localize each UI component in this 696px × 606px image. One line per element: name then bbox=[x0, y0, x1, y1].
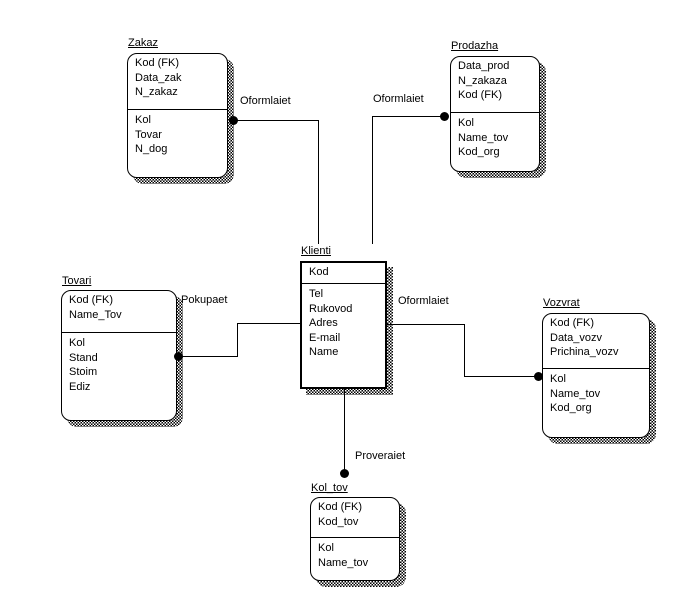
attribute: Kol bbox=[135, 114, 151, 126]
relationship-line[interactable] bbox=[237, 323, 238, 357]
entity-tovari[interactable]: Kod (FK) Name_Tov Kol Stand Stoim Ediz bbox=[61, 290, 177, 421]
attribute: Stand bbox=[69, 351, 98, 364]
entity-vozvrat-title: Vozvrat bbox=[543, 297, 580, 309]
attribute: Kol bbox=[318, 542, 334, 554]
entity-vozvrat[interactable]: Kod (FK) Data_vozv Prichina_vozv Kol Nam… bbox=[542, 313, 650, 438]
relationship-line[interactable] bbox=[182, 356, 238, 357]
attribute-compartment: Kol Name_tov Kod_org bbox=[451, 113, 539, 160]
attribute: Name bbox=[309, 346, 339, 358]
relationship-endpoint-dot bbox=[534, 372, 543, 381]
relationship-line[interactable] bbox=[464, 324, 465, 377]
entity-klienti-title: Klienti bbox=[301, 245, 331, 257]
attribute: Kod (FK) bbox=[135, 57, 180, 69]
attribute: Kol bbox=[69, 337, 85, 349]
key-compartment: Kod (FK) Name_Tov bbox=[62, 291, 176, 333]
attribute: Kod (FK) bbox=[69, 294, 114, 306]
attribute-compartment: Kol Stand Stoim Ediz bbox=[62, 333, 176, 394]
attribute-compartment: Kol Name_tov Kod_org bbox=[543, 369, 649, 416]
attribute: Name_tov bbox=[550, 387, 601, 400]
attribute: E-mail bbox=[309, 331, 341, 344]
attribute: Stoim bbox=[69, 366, 98, 378]
relationship-label: Proveraiet bbox=[355, 450, 406, 462]
relationship-line[interactable] bbox=[464, 376, 536, 377]
entity-prodazha-title: Prodazha bbox=[451, 40, 499, 52]
attribute: Kod (FK) bbox=[318, 501, 363, 513]
attribute: Kod bbox=[309, 266, 329, 278]
attribute: N_zakaza bbox=[458, 74, 507, 87]
attribute: Kod_org bbox=[458, 146, 500, 158]
attribute: Data_zak bbox=[135, 71, 182, 84]
attribute: Prichina_vozv bbox=[550, 346, 619, 358]
key-compartment: Kod (FK) Kod_tov bbox=[311, 498, 399, 538]
relationship-line[interactable] bbox=[233, 120, 319, 121]
attribute: Data_vozv bbox=[550, 331, 602, 344]
entity-zakaz-title: Zakaz bbox=[128, 37, 158, 49]
attribute: N_dog bbox=[135, 143, 168, 155]
attribute: Rukovod bbox=[309, 302, 353, 315]
relationship-endpoint-dot bbox=[174, 352, 183, 361]
attribute: Ediz bbox=[69, 380, 91, 393]
relationship-endpoint-dot bbox=[440, 112, 449, 121]
relationship-line[interactable] bbox=[318, 120, 319, 244]
attribute-compartment: Kol Tovar N_dog bbox=[128, 110, 227, 157]
key-compartment: Kod (FK) Data_vozv Prichina_vozv bbox=[543, 314, 649, 369]
attribute-compartment: Tel Rukovod Adres E-mail Name bbox=[302, 284, 385, 360]
attribute: Kol bbox=[550, 373, 566, 385]
entity-tovari-title: Tovari bbox=[62, 275, 92, 287]
attribute: Name_Tov bbox=[69, 308, 122, 321]
attribute: Kod (FK) bbox=[550, 317, 595, 329]
relationship-line[interactable] bbox=[387, 324, 465, 325]
attribute: Tel bbox=[309, 288, 324, 300]
relationship-line[interactable] bbox=[372, 116, 373, 244]
key-compartment: Kod (FK) Data_zak N_zakaz bbox=[128, 54, 227, 110]
entity-zakaz[interactable]: Kod (FK) Data_zak N_zakaz Kol Tovar N_do… bbox=[127, 53, 228, 178]
relationship-label: Oformlaiet bbox=[240, 95, 291, 107]
relationship-line[interactable] bbox=[344, 389, 345, 470]
key-compartment: Kod bbox=[302, 263, 385, 284]
relationship-label: Pokupaet bbox=[181, 294, 228, 306]
relationship-line[interactable] bbox=[237, 323, 300, 324]
entity-klienti[interactable]: Kod Tel Rukovod Adres E-mail Name bbox=[300, 261, 387, 389]
relationship-label: Oformlaiet bbox=[398, 295, 449, 307]
attribute: Name_tov bbox=[458, 131, 509, 144]
relationship-endpoint-dot bbox=[229, 116, 238, 125]
entity-kol-tov[interactable]: Kod (FK) Kod_tov Kol Name_tov bbox=[310, 497, 400, 581]
attribute: Kod (FK) bbox=[458, 89, 503, 101]
attribute: Kod_tov bbox=[318, 515, 359, 528]
attribute: N_zakaz bbox=[135, 86, 178, 98]
attribute: Adres bbox=[309, 317, 338, 329]
attribute-compartment: Kol Name_tov bbox=[311, 538, 399, 570]
key-compartment: Data_prod N_zakaza Kod (FK) bbox=[451, 57, 539, 113]
relationship-line[interactable] bbox=[372, 116, 445, 117]
attribute: Kol bbox=[458, 117, 474, 129]
attribute: Data_prod bbox=[458, 60, 510, 72]
entity-prodazha[interactable]: Data_prod N_zakaza Kod (FK) Kol Name_tov… bbox=[450, 56, 540, 172]
attribute: Name_tov bbox=[318, 556, 369, 569]
attribute: Kod_org bbox=[550, 402, 592, 414]
entity-kol-tov-title: Kol_tov bbox=[311, 482, 348, 494]
relationship-label: Oformlaiet bbox=[373, 93, 424, 105]
attribute: Tovar bbox=[135, 128, 162, 141]
relationship-endpoint-dot bbox=[340, 469, 349, 478]
